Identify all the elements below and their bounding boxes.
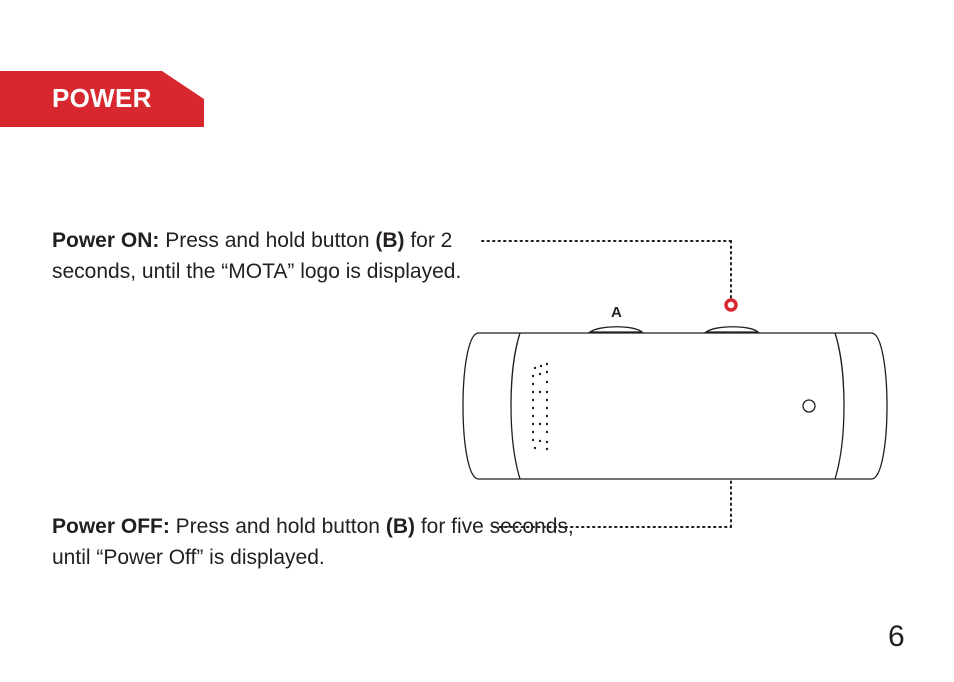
power-off-text-before: Press and hold button — [169, 515, 386, 538]
sensor-dot — [802, 399, 816, 413]
power-off-text-after: for five seconds, until “Power Off” is d… — [52, 515, 574, 569]
device-vent-pattern — [531, 362, 549, 451]
power-on-button-ref: (B) — [375, 229, 405, 252]
button-a — [587, 326, 644, 333]
power-on-text-after: for 2 seconds, until the “MOTA” logo is … — [52, 229, 462, 283]
button-a-label: A — [611, 304, 622, 321]
power-off-button-ref: (B) — [385, 515, 415, 538]
section-title: POWER — [52, 83, 152, 113]
power-off-instruction: Power OFF: Press and hold button (B) for… — [52, 511, 592, 573]
power-on-text-before: Press and hold button — [159, 229, 376, 252]
power-on-label: Power ON: — [52, 229, 160, 252]
device-body — [462, 326, 888, 480]
page-number: 6 — [888, 620, 905, 653]
power-on-leader-line — [481, 240, 732, 299]
section-banner: POWER — [0, 71, 204, 127]
callout-marker-on — [724, 298, 738, 312]
button-b — [703, 326, 760, 333]
power-on-instruction: Power ON: Press and hold button (B) for … — [52, 225, 492, 287]
power-off-label: Power OFF: — [52, 515, 170, 538]
